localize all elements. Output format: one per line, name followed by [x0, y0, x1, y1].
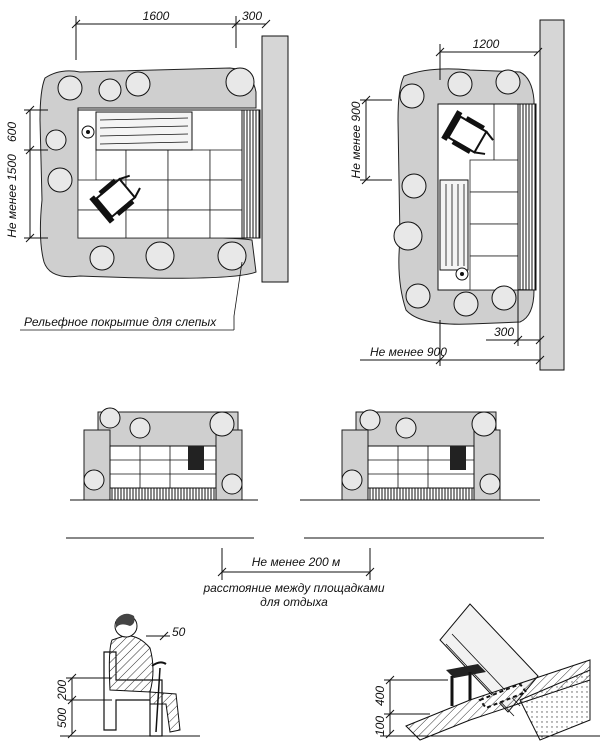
bench-top-view-right — [439, 179, 469, 281]
bench-perspective: 400 100 — [373, 603, 600, 741]
person-dim-top: 50 — [172, 625, 186, 639]
dim-edge-label-right: 300 — [494, 325, 514, 339]
shrubs-right — [393, 69, 521, 317]
tactile-surface — [519, 669, 591, 741]
seated-person-figure: 200 500 50 — [55, 613, 200, 739]
wheelchair-icon — [89, 174, 141, 224]
tactile-leader — [233, 261, 243, 317]
tactile-label: Рельефное покрытие для слепых — [24, 315, 217, 329]
plan-left: 1600 300 600 Не менее 1500 Рельефное пок… — [5, 9, 289, 331]
distance-caption-1: расстояние между площадками — [202, 581, 384, 595]
person-dim-armrest: 200 — [55, 680, 69, 701]
dim-inner-label: 600 — [5, 122, 19, 142]
elevation-right — [300, 409, 540, 501]
dim-vertical-label-right: Не менее 900 — [349, 101, 363, 178]
building-wall — [261, 35, 289, 283]
dim-outer-label: Не менее 1500 — [5, 154, 19, 238]
paving-tiles — [77, 149, 243, 239]
paving-tiles-right — [469, 104, 519, 291]
cane — [155, 667, 161, 733]
shrubs — [45, 67, 255, 271]
bench-dim-base: 100 — [373, 716, 387, 736]
building-wall-right — [539, 19, 565, 371]
dim-bottom-label-right: Не менее 900 — [370, 345, 447, 359]
tactile-paving — [241, 109, 261, 239]
wheelchair-icon-right — [441, 110, 494, 155]
elevation-left — [70, 407, 258, 501]
bench-top-view — [81, 111, 193, 151]
bench-dim-armrest: 400 — [373, 686, 387, 706]
bench-armrest — [446, 664, 486, 678]
dim-width-label: 1600 — [143, 9, 170, 23]
distance-value: Не менее 200 м — [252, 555, 340, 569]
person-torso — [108, 635, 154, 693]
person-dim-seat: 500 — [55, 708, 69, 728]
dim-edge-label: 300 — [242, 9, 262, 23]
tactile-paving-right — [517, 103, 537, 291]
distance-caption-2: для отдыха — [260, 595, 328, 609]
plan-right: 1200 Не менее 900 300 Не менее 900 — [349, 19, 565, 371]
dim-width-label-right: 1200 — [473, 37, 500, 51]
